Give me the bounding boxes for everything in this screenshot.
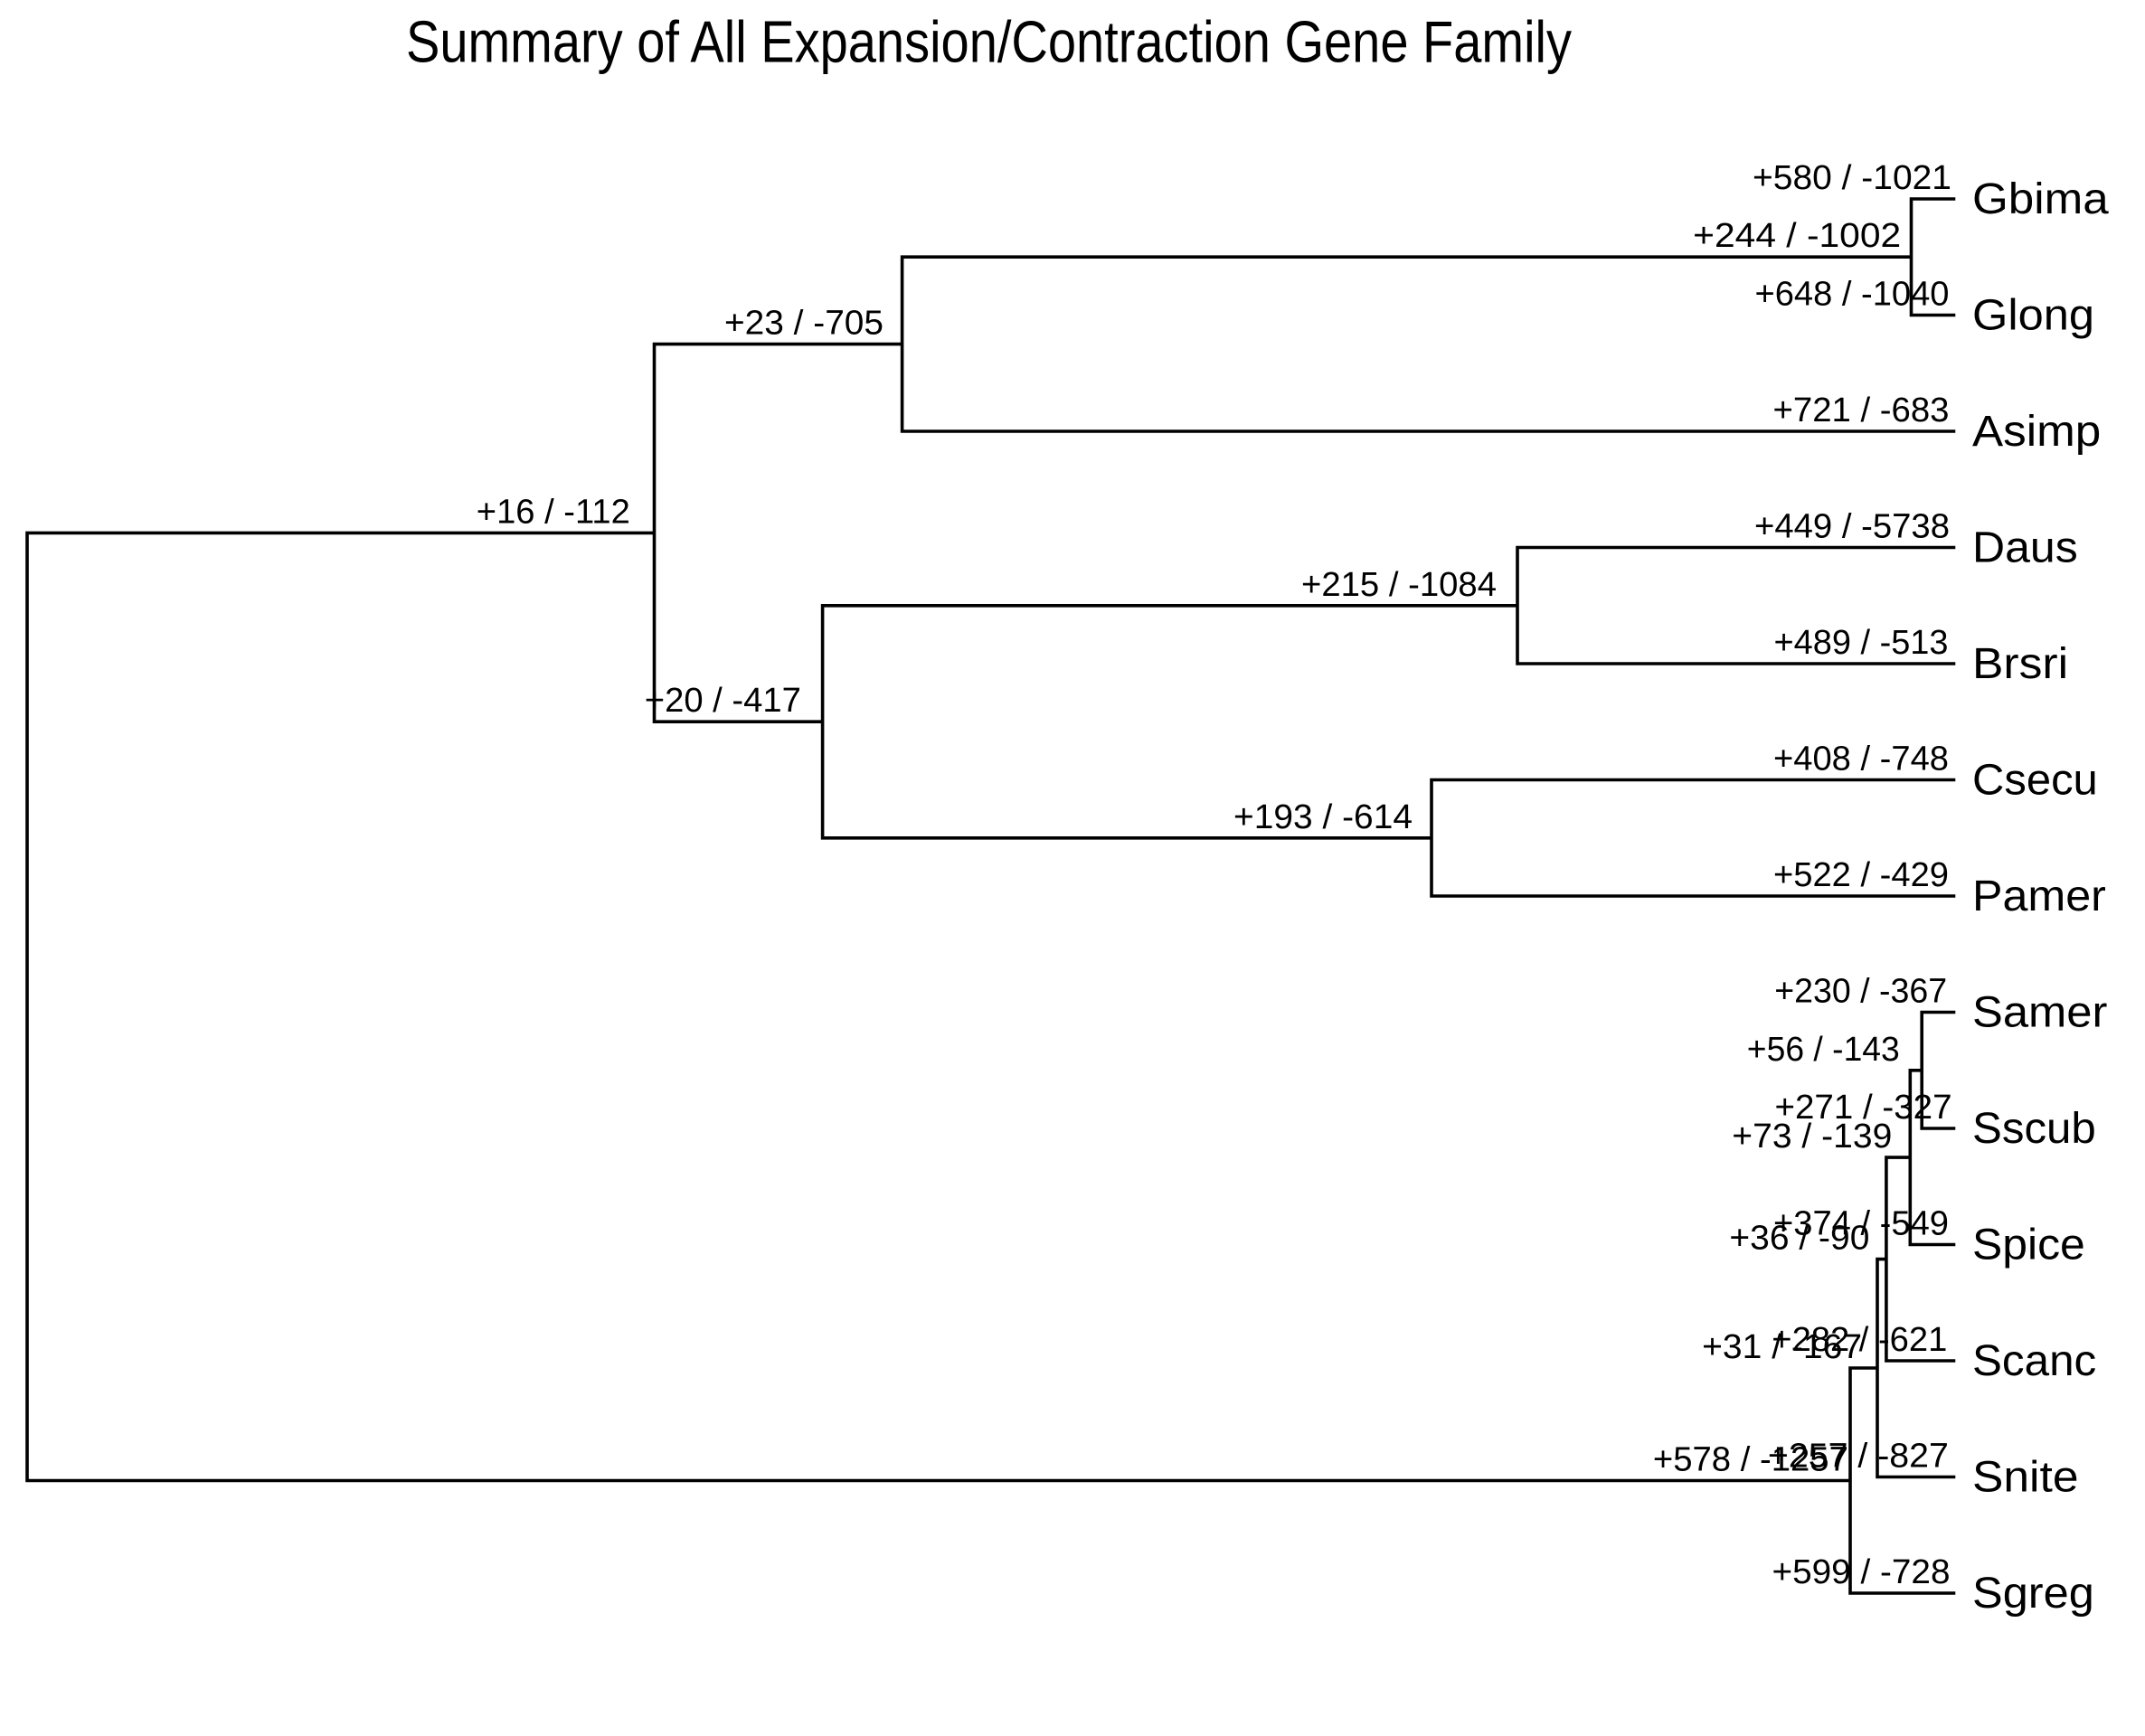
svg-text:Sgreg: Sgreg (1972, 1570, 2094, 1618)
svg-text:+230 / -367: +230 / -367 (1774, 973, 1947, 1011)
svg-text:+374 / -549: +374 / -549 (1773, 1205, 1949, 1243)
svg-text:+449 / -5738: +449 / -5738 (1754, 508, 1950, 546)
svg-text:+648 / -1040: +648 / -1040 (1755, 276, 1950, 314)
svg-text:Asimp: Asimp (1972, 408, 2101, 456)
svg-text:+31 / -167: +31 / -167 (1702, 1328, 1862, 1366)
svg-text:+282 / -621: +282 / -621 (1772, 1321, 1947, 1359)
svg-text:Daus: Daus (1972, 524, 2078, 572)
svg-text:+20 / -417: +20 / -417 (645, 682, 801, 720)
svg-text:Samer: Samer (1972, 989, 2107, 1037)
svg-text:+522 / -429: +522 / -429 (1773, 856, 1949, 894)
svg-text:+244 / -1002: +244 / -1002 (1693, 217, 1901, 255)
svg-text:+56 / -143: +56 / -143 (1747, 1031, 1900, 1069)
svg-text:+271 / -327: +271 / -327 (1775, 1089, 1952, 1127)
svg-text:+580 / -1021: +580 / -1021 (1753, 159, 1951, 197)
svg-text:+36 / -90: +36 / -90 (1729, 1220, 1869, 1258)
svg-text:+721 / -683: +721 / -683 (1773, 392, 1950, 429)
svg-text:Glong: Glong (1972, 292, 2094, 340)
svg-text:Sscub: Sscub (1972, 1105, 2096, 1153)
svg-text:+578 / -1257: +578 / -1257 (1653, 1441, 1848, 1479)
svg-text:Brsri: Brsri (1972, 640, 2068, 688)
svg-text:+73 / -139: +73 / -139 (1732, 1118, 1892, 1156)
svg-text:+193 / -614: +193 / -614 (1233, 798, 1413, 836)
svg-text:+215 / -1084: +215 / -1084 (1301, 566, 1497, 604)
svg-text:+408 / -748: +408 / -748 (1773, 741, 1949, 778)
svg-text:+257 / -827: +257 / -827 (1768, 1438, 1949, 1476)
svg-text:+599 / -728: +599 / -728 (1772, 1553, 1951, 1591)
svg-text:Pamer: Pamer (1972, 873, 2106, 920)
svg-text:+23 / -705: +23 / -705 (724, 305, 884, 343)
svg-text:+16 / -112: +16 / -112 (477, 493, 630, 531)
svg-text:Gbima: Gbima (1972, 175, 2109, 223)
svg-text:Summary of All Expansion/Contr: Summary of All Expansion/Contraction Gen… (406, 9, 1572, 75)
svg-text:Scanc: Scanc (1972, 1337, 2096, 1385)
svg-text:Snite: Snite (1972, 1454, 2079, 1502)
svg-text:Csecu: Csecu (1972, 757, 2098, 805)
svg-text:+489 / -513: +489 / -513 (1774, 624, 1949, 662)
svg-text:Spice: Spice (1972, 1222, 2085, 1269)
